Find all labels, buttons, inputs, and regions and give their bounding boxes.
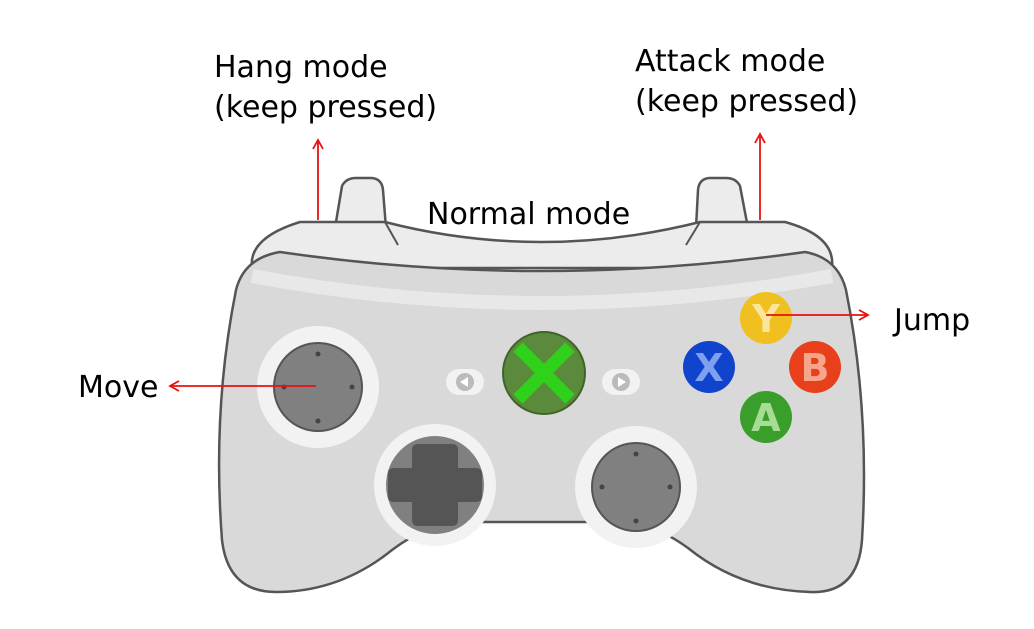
b-button: B bbox=[789, 341, 841, 393]
dpad-icon bbox=[374, 424, 496, 546]
a-button: A bbox=[740, 391, 792, 443]
left-stick bbox=[257, 326, 379, 448]
svg-text:A: A bbox=[751, 396, 781, 440]
y-button: Y bbox=[740, 292, 792, 344]
right-trigger bbox=[694, 176, 750, 230]
normal-mode-label: Normal mode bbox=[427, 197, 630, 232]
svg-text:X: X bbox=[694, 346, 723, 390]
hang-mode-note: (keep pressed) bbox=[214, 90, 437, 125]
x-button: X bbox=[683, 341, 735, 393]
move-label: Move bbox=[78, 370, 158, 405]
left-trigger bbox=[333, 176, 388, 230]
right-stick bbox=[575, 426, 697, 548]
hang-mode-label: Hang mode bbox=[214, 50, 388, 85]
xbox-guide-icon bbox=[502, 331, 586, 415]
svg-text:Y: Y bbox=[751, 297, 780, 341]
svg-text:B: B bbox=[801, 346, 830, 390]
attack-mode-note: (keep pressed) bbox=[635, 84, 858, 119]
jump-label: Jump bbox=[892, 303, 970, 338]
start-arrow-icon bbox=[602, 369, 640, 395]
shoulder-bumpers bbox=[250, 220, 834, 270]
attack-mode-label: Attack mode bbox=[635, 44, 825, 79]
back-arrow-icon bbox=[446, 369, 484, 395]
